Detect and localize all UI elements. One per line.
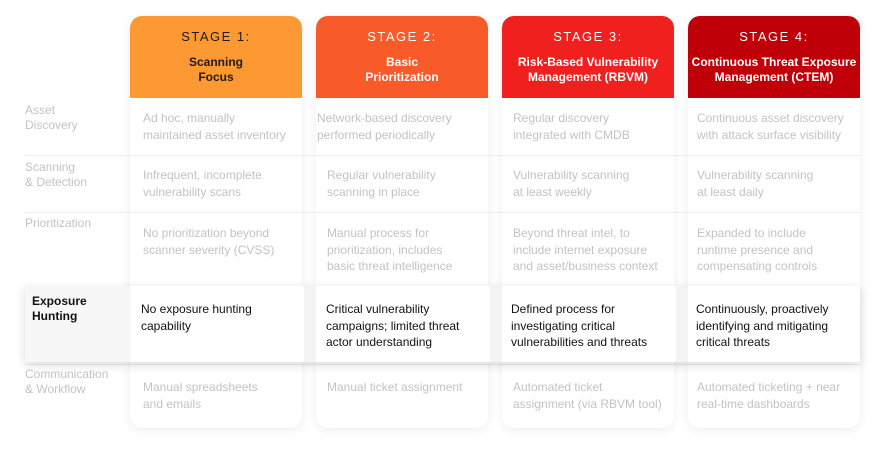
cell: Regular vulnerability scanning in place bbox=[327, 168, 436, 199]
row-label-asset-discovery: Asset Discovery bbox=[25, 103, 78, 132]
row-divider bbox=[25, 364, 860, 365]
highlight-separator bbox=[676, 286, 688, 362]
cell: Infrequent, incomplete vulnerability sca… bbox=[143, 168, 262, 199]
stage-title-text: Continuous Threat Exposure Management (C… bbox=[691, 55, 857, 84]
row-label-scanning-detection: Scanning & Detection bbox=[25, 160, 88, 189]
row-label-exposure-hunting: Exposure Hunting bbox=[32, 294, 87, 323]
cell: Continuously, proactively identifying an… bbox=[696, 302, 829, 349]
cell: Critical vulnerability campaigns; limite… bbox=[326, 302, 460, 349]
row-label-prioritization: Prioritization bbox=[25, 216, 92, 230]
cell: No exposure hunting capability bbox=[141, 302, 252, 333]
row-divider bbox=[25, 155, 860, 156]
cell: Defined process for investigating critic… bbox=[511, 302, 648, 349]
cell: No prioritization beyond scanner severit… bbox=[143, 226, 275, 257]
cell: Vulnerability scanning at least daily bbox=[697, 168, 814, 199]
cell: Regular discovery integrated with CMDB bbox=[513, 111, 630, 142]
stage-number: STAGE 4: bbox=[739, 29, 809, 44]
row-divider bbox=[25, 212, 860, 213]
cell: Ad hoc, manually maintained asset invent… bbox=[143, 111, 286, 142]
stage-title: Continuous Threat Exposure Management (C… bbox=[688, 55, 860, 85]
cell: Manual ticket assignment bbox=[327, 380, 463, 394]
cell: Manual process for prioritization, inclu… bbox=[327, 226, 453, 273]
cell: Beyond threat intel, to include internet… bbox=[513, 226, 658, 273]
stage-number: STAGE 3: bbox=[553, 29, 623, 44]
stage-title: Basic Prioritization bbox=[316, 55, 488, 85]
cell: Automated ticketing + near real-time das… bbox=[697, 380, 841, 411]
stage-number: STAGE 2: bbox=[367, 29, 437, 44]
stage-title-text: Scanning Focus bbox=[188, 55, 243, 84]
cell: Automated ticket assignment (via RBVM to… bbox=[513, 380, 662, 411]
highlighted-row-label-bg bbox=[25, 286, 131, 362]
highlighted-row bbox=[25, 286, 860, 362]
cell: Manual spreadsheets and emails bbox=[143, 380, 258, 411]
stage-title: Risk-Based Vulnerability Management (RBV… bbox=[502, 55, 674, 85]
stage-title-text: Risk-Based Vulnerability Management (RBV… bbox=[517, 55, 659, 84]
stage-4-header: STAGE 4: Continuous Threat Exposure Mana… bbox=[688, 16, 860, 98]
stage-3-header: STAGE 3: Risk-Based Vulnerability Manage… bbox=[502, 16, 674, 98]
stage-number: STAGE 1: bbox=[181, 29, 251, 44]
stage-title: Scanning Focus bbox=[130, 55, 302, 85]
stage-1-header: STAGE 1: Scanning Focus bbox=[130, 16, 302, 98]
stage-2-header: STAGE 2: Basic Prioritization bbox=[316, 16, 488, 98]
cell: Expanded to include runtime presence and… bbox=[697, 226, 818, 273]
highlight-separator bbox=[490, 286, 502, 362]
cell: Vulnerability scanning at least weekly bbox=[513, 168, 630, 199]
row-label-communication-workflow: Communication & Workflow bbox=[25, 367, 109, 396]
highlight-separator bbox=[304, 286, 316, 362]
stage-title-text: Basic Prioritization bbox=[365, 55, 439, 84]
cell: Continuous asset discovery with attack s… bbox=[697, 111, 844, 142]
cell: Network-based discovery performed period… bbox=[317, 111, 452, 142]
